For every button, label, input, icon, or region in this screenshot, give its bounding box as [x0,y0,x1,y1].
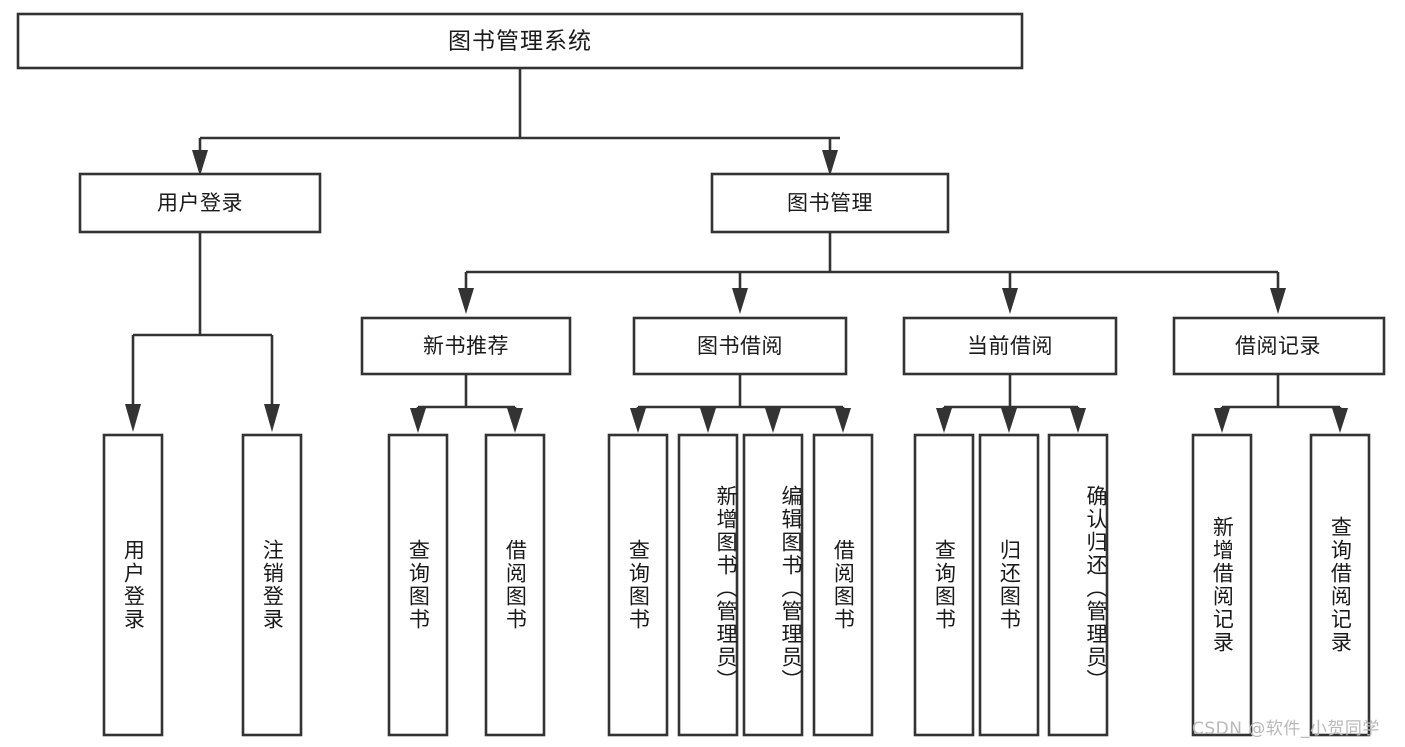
node-user-login[interactable]: 用户登录 [78,172,322,234]
node-current-borrow-label: 当前借阅 [967,334,1053,358]
node-leaf-edit-book[interactable] [742,433,804,737]
arrow-head-icon [1002,288,1018,314]
node-leaf-query-book-2[interactable] [607,433,669,737]
node-new-book-recommend[interactable]: 新书推荐 [360,316,572,376]
arrow-head-icon [732,288,748,314]
arrow-head-icon [264,404,280,432]
arrow-head-icon [192,150,208,176]
arrow-head-icon [1270,288,1286,314]
arrow-head-icon [936,408,952,433]
node-book-borrow-label: 图书借阅 [697,334,783,358]
arrow-head-icon [822,150,838,176]
connector-bookmanage-to-level3 [458,232,1286,314]
node-new-book-recommend-label: 新书推荐 [423,334,509,358]
node-borrow-record[interactable]: 借阅记录 [1172,316,1386,376]
node-leaf-return-book[interactable] [978,433,1040,737]
node-leaf-borrow-book-1[interactable] [484,433,546,737]
arrow-head-icon [1001,408,1017,433]
node-root[interactable]: 图书管理系统 [16,12,1024,70]
arrow-head-icon [410,408,426,433]
arrow-head-icon [507,408,523,433]
node-book-manage[interactable]: 图书管理 [710,172,950,234]
node-leaf-add-book[interactable] [677,433,739,737]
arrow-head-icon [1214,408,1230,433]
arrow-head-icon [835,408,851,433]
node-leaf-borrow-book-2[interactable] [812,433,874,737]
connector-borrowrecord-to-leaves [1214,374,1348,433]
connector-currentborrow-to-leaves [936,374,1086,433]
node-current-borrow[interactable]: 当前借阅 [902,316,1118,376]
node-book-manage-label: 图书管理 [787,191,873,215]
arrow-head-icon [1070,408,1086,433]
connector-root-to-level2 [192,68,840,176]
connector-bookborrow-to-leaves [630,374,851,433]
node-borrow-record-label: 借阅记录 [1235,334,1321,358]
arrow-head-icon [630,408,646,433]
node-leaf-query-borrow-record[interactable] [1309,433,1371,737]
node-user-login-label: 用户登录 [157,191,243,215]
node-leaf-query-book-1[interactable] [387,433,449,737]
node-leaf-query-book-3[interactable] [913,433,975,737]
arrow-head-icon [700,408,716,433]
arrow-head-icon [125,404,141,432]
node-leaf-user-logout[interactable] [241,433,303,737]
arrow-head-icon [1332,408,1348,433]
node-book-borrow[interactable]: 图书借阅 [632,316,848,376]
node-leaf-user-login[interactable] [102,433,164,737]
node-leaf-confirm-return[interactable] [1047,433,1109,737]
connector-userlogin-to-leaves [125,232,280,432]
arrow-head-icon [765,408,781,433]
node-root-label: 图书管理系统 [448,29,592,55]
arrow-head-icon [458,288,474,314]
node-leaf-add-borrow-record[interactable] [1191,433,1253,737]
csdn-watermark: CSDN @软件_小贺同学 [1192,719,1380,739]
connector-newbook-to-leaves [410,374,523,433]
